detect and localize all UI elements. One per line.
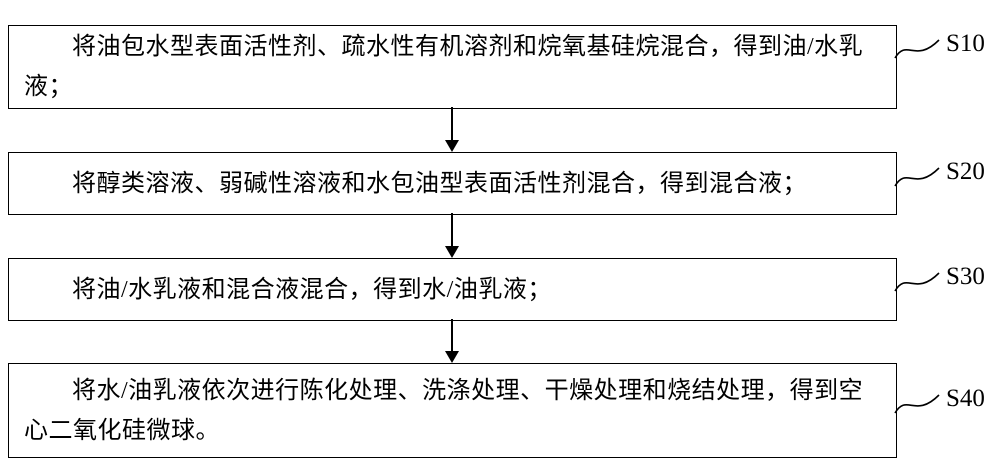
step-text-s10: 将油包水型表面活性剂、疏水性有机溶剂和烷氧基硅烷混合，得到油/水乳液； [24, 34, 864, 100]
arrow-head-icon [445, 140, 459, 152]
connector-line-s30 [894, 272, 940, 292]
step-label-s10: S10 [946, 30, 985, 57]
arrow-line [451, 107, 453, 140]
arrow-s10-to-s20 [445, 107, 459, 152]
step-box-s10: 将油包水型表面活性剂、疏水性有机溶剂和烷氧基硅烷混合，得到油/水乳液； [8, 25, 897, 109]
arrow-s30-to-s40 [445, 319, 459, 363]
step-text-s20: 将醇类溶液、弱碱性溶液和水包油型表面活性剂混合，得到混合液； [72, 170, 807, 197]
step-label-s30: S30 [946, 263, 985, 290]
step-text-s40: 将水/油乳液依次进行陈化处理、洗涤处理、干燥处理和烧结处理，得到空心二氧化硅微球… [24, 377, 864, 444]
step-box-s30: 将油/水乳液和混合液混合，得到水/油乳液； [8, 258, 897, 321]
connector-line-s10 [894, 39, 940, 59]
arrow-head-icon [445, 351, 459, 363]
connector-line-s40 [894, 394, 940, 414]
step-box-s20: 将醇类溶液、弱碱性溶液和水包油型表面活性剂混合，得到混合液； [8, 152, 897, 215]
step-text-s30: 将油/水乳液和混合液混合，得到水/油乳液； [72, 276, 552, 303]
step-box-s40: 将水/油乳液依次进行陈化处理、洗涤处理、干燥处理和烧结处理，得到空心二氧化硅微球… [8, 363, 897, 458]
arrow-line [451, 319, 453, 351]
step-label-s20: S20 [946, 158, 985, 185]
step-label-s40: S40 [946, 385, 985, 412]
arrow-s20-to-s30 [445, 213, 459, 258]
connector-line-s20 [894, 167, 940, 187]
arrow-head-icon [445, 246, 459, 258]
arrow-line [451, 213, 453, 246]
